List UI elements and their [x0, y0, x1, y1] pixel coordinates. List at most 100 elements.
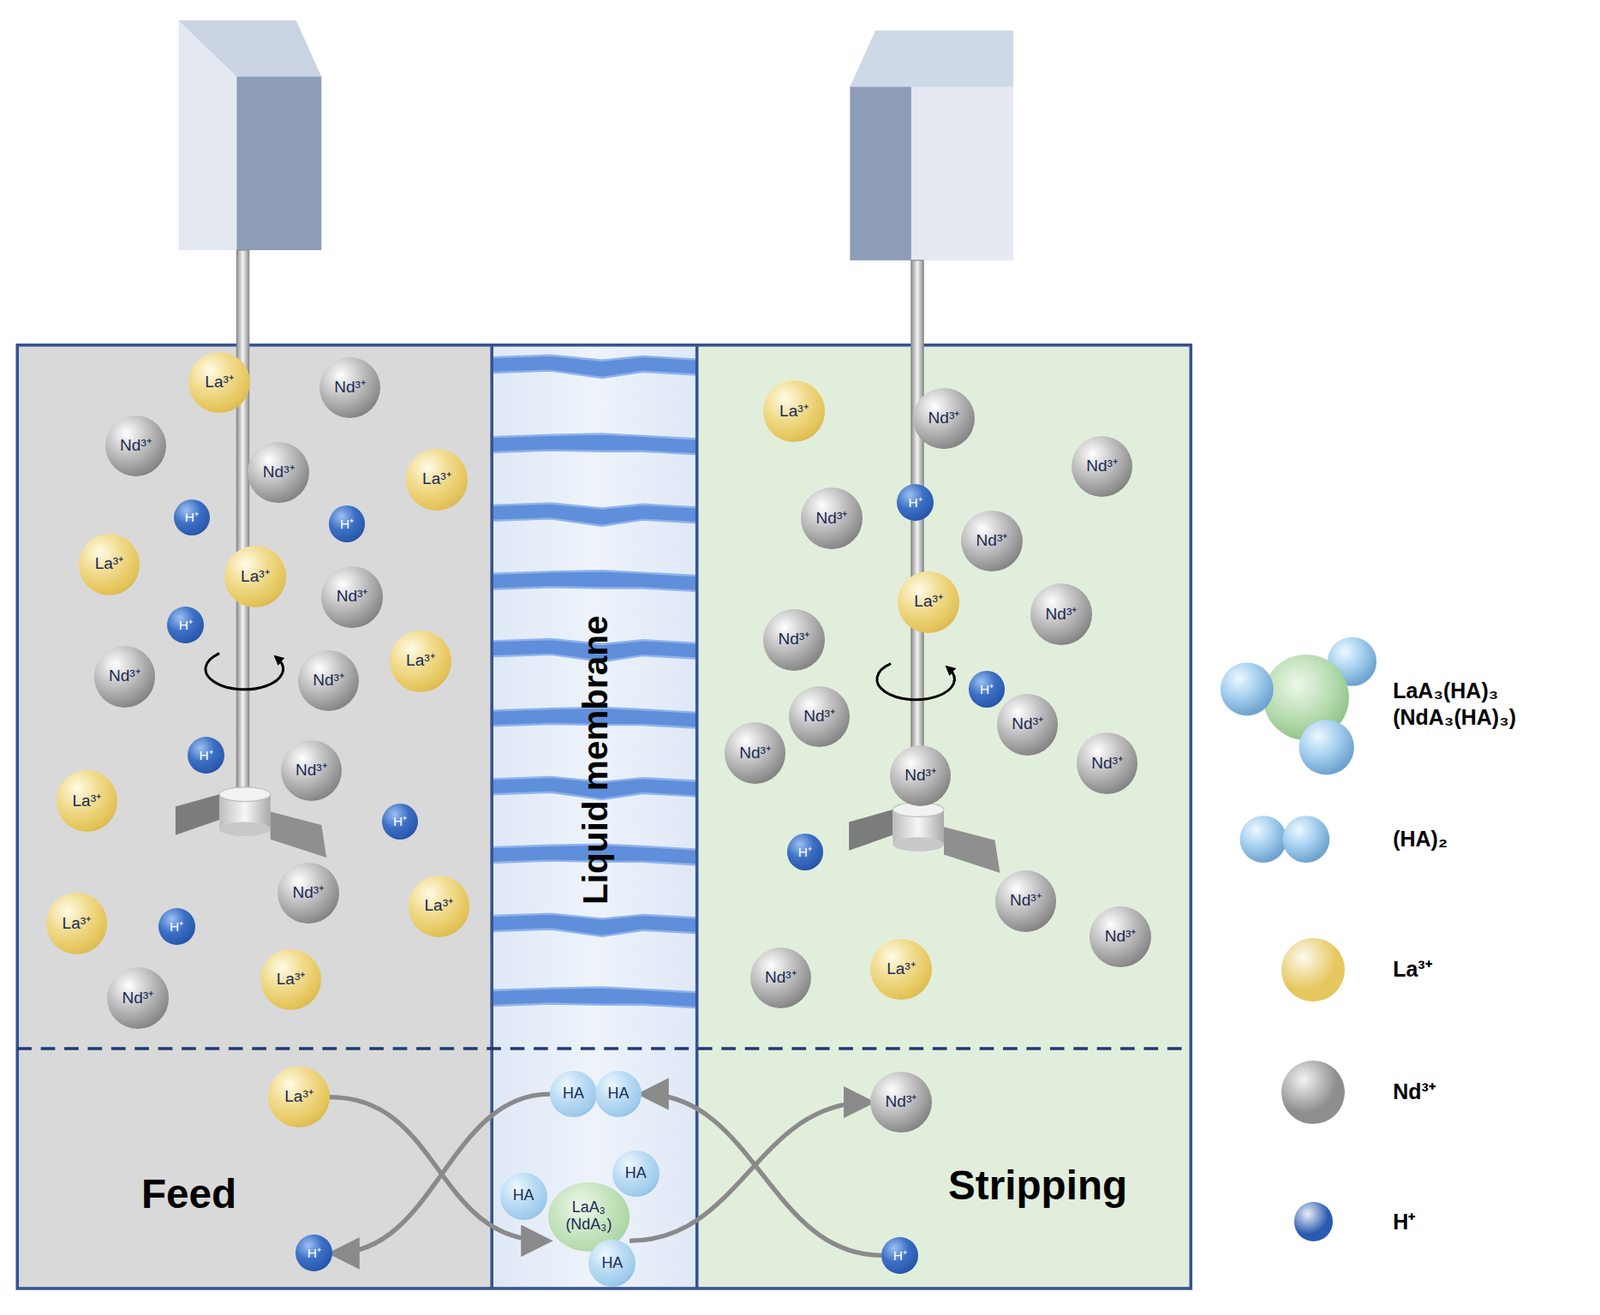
lanthanum-ion: La³⁺	[408, 875, 470, 937]
ion-label: La³⁺	[886, 960, 916, 979]
ion-label: Nd³⁺	[336, 587, 369, 606]
legend-swatch	[1294, 1201, 1333, 1241]
ion-label: H⁺	[979, 681, 994, 697]
ion-label: HA	[601, 1254, 623, 1272]
extractant-ha: HA	[612, 1150, 660, 1198]
neodymium-ion: Nd³⁺	[247, 441, 309, 503]
neodymium-ion: Nd³⁺	[105, 415, 167, 477]
membrane-band	[491, 434, 697, 455]
ion-label: La³⁺	[95, 555, 125, 574]
transport-arrow	[334, 1093, 550, 1254]
membrane-band	[491, 503, 697, 526]
neodymium-ion: Nd³⁺	[319, 357, 381, 418]
ion-label: Nd³⁺	[1011, 715, 1044, 734]
ion-label: Nd³⁺	[777, 630, 810, 649]
ion-label: La³⁺	[240, 567, 270, 586]
ion-label: La³⁺	[204, 373, 234, 392]
neodymium-ion: Nd³⁺	[997, 693, 1058, 755]
lanthanum-ion: La³⁺	[405, 448, 467, 510]
lanthanum-ion: La³⁺	[56, 770, 118, 831]
ion-label: H⁺	[340, 516, 354, 532]
proton: H⁺	[881, 1236, 919, 1274]
proton: H⁺	[382, 803, 419, 841]
ion-label: Nd³⁺	[904, 766, 937, 785]
neodymium-ion: Nd³⁺	[800, 487, 862, 549]
proton: H⁺	[328, 505, 366, 543]
proton: H⁺	[295, 1234, 333, 1272]
membrane-band	[491, 986, 697, 1008]
transport-arrow	[629, 1102, 869, 1242]
ion-label: Nd³⁺	[1009, 891, 1042, 910]
legend-text: LaA₃(HA)₃ (NdA₃(HA)₃)	[1392, 677, 1590, 732]
ion-label: H⁺	[908, 495, 923, 510]
neodymium-ion: Nd³⁺	[961, 510, 1022, 572]
ion-label: H⁺	[179, 617, 193, 633]
ion-label: Nd³⁺	[1091, 754, 1123, 773]
panel-label: Liquid membrane	[575, 615, 615, 906]
ion-label: La³⁺	[405, 651, 436, 670]
neodymium-ion: Nd³⁺	[94, 645, 156, 707]
extractant-ha: HA	[500, 1172, 548, 1220]
panel-label: Stripping	[948, 1163, 1128, 1208]
ion-label: H⁺	[307, 1245, 322, 1260]
ion-label: LaA₃ (NdA₃)	[553, 1199, 625, 1233]
ion-label: Nd³⁺	[739, 744, 771, 763]
ion-label: Nd³⁺	[292, 883, 324, 902]
ion-label: H⁺	[393, 813, 407, 829]
lanthanum-ion: La³⁺	[260, 949, 322, 1010]
ion-label: La³⁺	[62, 914, 92, 933]
ion-label: Nd³⁺	[295, 761, 328, 780]
legend-text: Nd³⁺	[1392, 1078, 1436, 1105]
neodymium-ion: Nd³⁺	[298, 650, 359, 711]
ion-label: Nd³⁺	[312, 671, 345, 690]
lanthanum-ion: La³⁺	[897, 571, 959, 633]
ion-label: Nd³⁺	[121, 989, 154, 1008]
ion-label: Nd³⁺	[803, 707, 836, 726]
ion-label: HA	[625, 1164, 647, 1183]
ion-label: Nd³⁺	[816, 509, 848, 528]
ion-label: H⁺	[199, 747, 214, 763]
ion-label: La³⁺	[422, 470, 452, 489]
compartment-panel: FeedLa³⁺Nd³⁺Nd³⁺Nd³⁺La³⁺H⁺H⁺La³⁺La³⁺Nd³⁺…	[17, 345, 492, 1289]
extractant-ha: HA	[549, 1070, 598, 1118]
neodymium-ion: Nd³⁺	[750, 947, 812, 1009]
ion-label: Nd³⁺	[976, 531, 1009, 550]
ion-label: Nd³⁺	[764, 968, 797, 987]
neodymium-ion: Nd³⁺	[724, 722, 786, 783]
panel-label: Feed	[141, 1171, 237, 1217]
neodymium-ion: Nd³⁺	[763, 608, 824, 670]
ion-label: La³⁺	[913, 592, 944, 611]
legend-text: (HA)₂	[1392, 825, 1448, 853]
ion-label: Nd³⁺	[885, 1092, 918, 1111]
legend-swatch	[1281, 937, 1345, 1002]
membrane-band	[491, 355, 697, 378]
proton: H⁺	[173, 499, 211, 537]
proton: H⁺	[787, 833, 824, 871]
extractant-ha: HA	[595, 1070, 643, 1118]
legend-text: H⁺	[1392, 1208, 1415, 1236]
proton: H⁺	[187, 736, 225, 774]
compartment-panel: Stripping La³⁺ Nd³⁺ Nd³⁺ H⁺ Nd³⁺ Nd³⁺ La³⁺ Nd³⁺ N…	[697, 345, 1192, 1289]
ion-label: Nd³⁺	[119, 436, 152, 455]
neodymium-ion: Nd³⁺	[280, 740, 342, 801]
proton: H⁺	[896, 483, 934, 521]
legend-text: La³⁺	[1392, 955, 1433, 983]
lanthanum-ion: La³⁺	[46, 892, 108, 954]
ion-label: H⁺	[169, 919, 184, 934]
neodymium-ion: Nd³⁺	[321, 566, 383, 627]
membrane-band	[491, 913, 697, 937]
neodymium-ion: Nd³⁺	[1030, 583, 1092, 645]
ion-label: La³⁺	[779, 402, 809, 421]
compartment-panel: Liquid membraneHAHALaA₃ (NdA₃)HAHAHA	[491, 345, 697, 1289]
ion-label: La³⁺	[423, 896, 454, 915]
neodymium-ion: Nd³⁺	[995, 870, 1057, 932]
ion-label: H⁺	[893, 1247, 908, 1263]
ion-label: HA	[608, 1085, 630, 1103]
transport-arrow	[643, 1093, 882, 1255]
ion-label: Nd³⁺	[1045, 605, 1078, 624]
ion-label: Nd³⁺	[928, 409, 961, 428]
neodymium-ion: Nd³⁺	[870, 1071, 932, 1133]
neodymium-ion: Nd³⁺	[107, 967, 168, 1028]
neodymium-ion: Nd³⁺	[1076, 732, 1138, 794]
ion-label: Nd³⁺	[1086, 457, 1118, 476]
